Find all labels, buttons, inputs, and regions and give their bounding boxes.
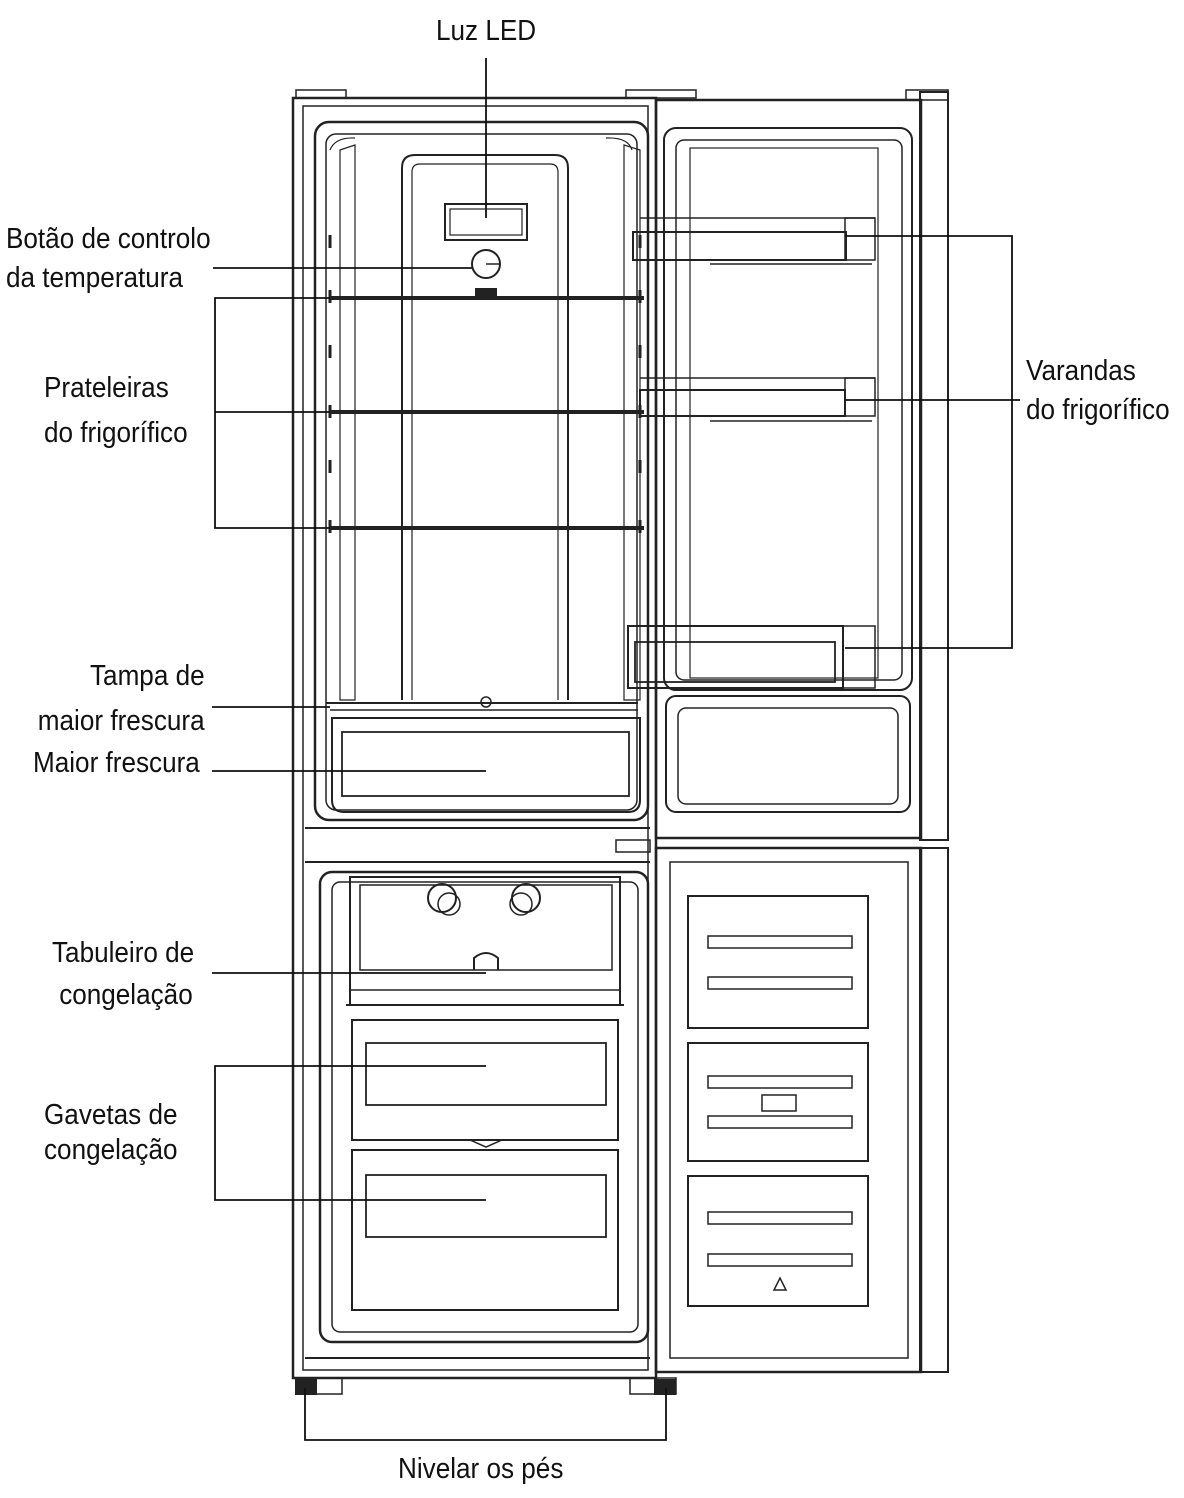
door-balconies <box>627 217 876 689</box>
freezer-drawers-label: Gavetas de congelação <box>44 1098 178 1168</box>
levelling-feet <box>295 1377 677 1395</box>
freezer-door <box>615 839 949 1374</box>
ice-tray <box>346 876 624 1006</box>
levelling-feet-label-text: Nivelar os pés <box>398 1453 564 1485</box>
crisper-cover-label-line1: Tampa de <box>90 660 205 692</box>
led-light-label: Luz LED <box>436 12 536 51</box>
freezer-door-flaps <box>687 895 869 1307</box>
air-duct <box>401 154 569 700</box>
door-balconies-label-line2: do frigorífico <box>1026 394 1170 427</box>
temperature-button-label-line2: da temperatura <box>6 262 184 295</box>
crisper-cover-label-line2: maior frescura <box>37 704 205 737</box>
freezer-drawers-label-line2: congelação <box>44 1133 178 1166</box>
freezer-drawers <box>351 1019 619 1311</box>
freezer-compartment <box>305 870 650 1359</box>
ice-tray-label-line2: congelação <box>59 979 193 1012</box>
levelling-feet-label: Nivelar os pés <box>398 1450 563 1489</box>
cabinet <box>291 89 658 1380</box>
ice-tray-label-line1: Tabuleiro de <box>52 937 195 969</box>
fridge-shelves-label-line1: Prateleiras <box>44 372 169 404</box>
crisper-cover <box>326 696 638 711</box>
crisper-label: Maior frescura <box>33 744 200 783</box>
ice-tray-label: Tabuleiro de congelação <box>52 932 194 1016</box>
temperature-button-label: Botão de controlo da temperatura <box>6 220 211 298</box>
fridge-shelves-label: Prateleiras do frigorífico <box>44 366 188 456</box>
leader-lines <box>212 58 1020 1441</box>
fridge-shelves-label-line2: do frigorífico <box>44 416 188 449</box>
led-light-label-text: Luz LED <box>436 15 537 47</box>
temperature-control-knob <box>471 249 501 296</box>
door-balconies-label: Varandas do frigorífico <box>1026 352 1170 430</box>
door-balconies-label-line1: Varandas <box>1026 355 1136 387</box>
crisper-drawer <box>331 717 641 813</box>
crisper-label-text: Maior frescura <box>33 747 200 779</box>
fridge-shelves <box>330 296 644 530</box>
fridge-compartment <box>313 120 650 822</box>
fridge-door <box>625 89 949 841</box>
freezer-drawers-label-line1: Gavetas de <box>44 1099 178 1131</box>
crisper-cover-label: Tampa de maior frescura <box>38 654 205 744</box>
temperature-button-label-line1: Botão de controlo <box>6 223 211 255</box>
